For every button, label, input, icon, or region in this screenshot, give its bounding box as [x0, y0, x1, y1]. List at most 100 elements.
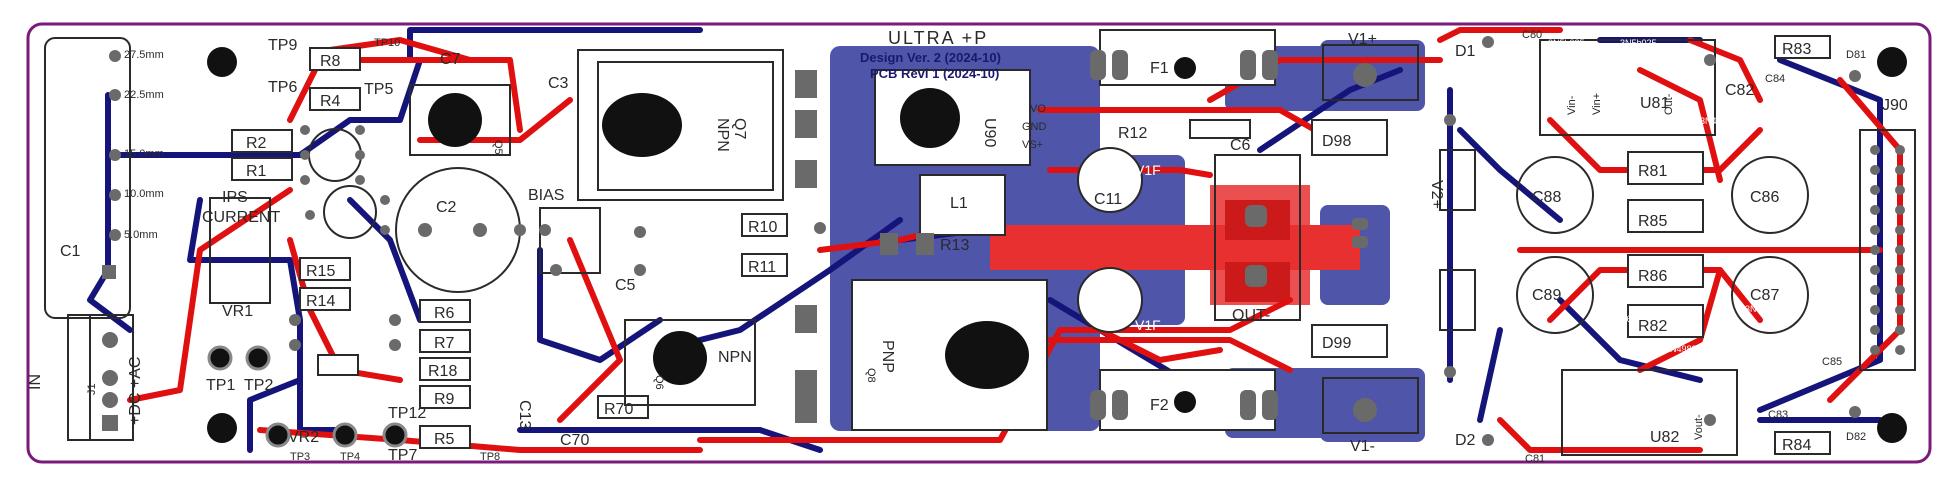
gnd-net: GND: [1820, 347, 1841, 357]
u90-regulator: U90 L1: [874, 69, 1031, 236]
r11-label: R11: [748, 259, 776, 276]
c88-label: C88: [1532, 189, 1561, 206]
l1-label: L1: [950, 195, 968, 212]
current-label: CURRENT: [202, 209, 280, 226]
test-points: TP1 TP2 TP3 TP4 TP5 TP6 TP7 TP8 TP9 TP10…: [206, 37, 706, 464]
q8-pnp: PNP: [879, 340, 896, 373]
part-code: 3N49778: [1700, 116, 1737, 126]
tp14-label: TP14: [672, 259, 706, 275]
middle-labels: BIAS C5 C3 C7 C70 R13 R12 C13 VO GND VS+: [440, 51, 1147, 449]
tp10-label: TP10: [374, 37, 400, 49]
tp7-label: TP7: [388, 447, 417, 464]
ips-current-section: IPS CURRENT VR1 VR2: [202, 189, 359, 446]
u90-label: U90: [981, 118, 998, 147]
cap-size-label: 22.5mm: [124, 89, 164, 101]
out-plus-label: OUT+: [1230, 165, 1268, 181]
c7-label: C7: [440, 51, 461, 68]
r70-label: R70: [604, 401, 633, 418]
r85-label: R85: [1638, 213, 1667, 230]
gnd-net: GND: [1820, 117, 1841, 127]
r2-label: R2: [246, 135, 267, 152]
r18-label: R18: [428, 363, 457, 380]
v2plus-label: V2+: [1428, 180, 1445, 209]
dc-ac-label: +DC +AC: [127, 357, 144, 425]
c87-label: C87: [1750, 287, 1779, 304]
f1-label: F1: [1150, 60, 1169, 77]
vr2-label: VR2: [288, 429, 319, 446]
tp3-label: TP3: [290, 451, 310, 463]
q8-label: Q8: [865, 368, 877, 383]
out-minus-u-label: Out-: [1663, 93, 1675, 115]
vin-plus-label: Vin+: [1591, 93, 1603, 115]
tp4-label: TP4: [340, 451, 360, 463]
c13-label: C13: [516, 400, 533, 429]
part-code: 3N49836: [1595, 314, 1632, 324]
vr1-label: VR1: [222, 303, 253, 320]
r15-label: R15: [306, 263, 335, 280]
q7-transistor: Q7 NPN: [577, 49, 784, 201]
r84-label: R84: [1782, 437, 1811, 454]
bias-label: BIAS: [528, 187, 564, 204]
cap-size-label: 5.0mm: [124, 229, 158, 241]
q7-npn: NPN: [714, 118, 731, 152]
board-title: ULTRA +P: [888, 28, 988, 48]
q6-label: Q6: [653, 375, 665, 390]
d99-label: D99: [1322, 335, 1351, 352]
gnd-label: GND: [1022, 121, 1047, 133]
r81-label: R81: [1638, 163, 1667, 180]
vsplus-label: VS+: [1022, 139, 1043, 151]
j1-label: J1: [86, 383, 98, 395]
v2-label: V2: [1480, 231, 1497, 247]
vo-label: VO: [1030, 103, 1046, 115]
pcb-revision: PCB Revi 1 (2024-10): [870, 66, 999, 81]
c11-label: C11: [1094, 191, 1122, 208]
tp2-label: TP2: [244, 377, 273, 394]
cap-size-label: 10.0mm: [124, 188, 164, 200]
q6-transistor: NPN Q6: [624, 319, 756, 406]
vout-minus-label: Vout-: [1693, 414, 1705, 440]
j1-input-connector: IN J1 +DC +AC: [27, 314, 144, 441]
r83-label: R83: [1782, 41, 1811, 58]
j90-label: J90: [1882, 97, 1908, 114]
cap-size-label: 27.5mm: [124, 49, 164, 61]
cap-size-label: 15.0mm: [124, 148, 164, 160]
power-supply-section: U81 U82 R81 R85 R86 R82 C88 C89 C86 C87 …: [1428, 29, 1916, 465]
c86-label: C86: [1750, 189, 1779, 206]
r10-label: R10: [748, 219, 777, 236]
c2-label: C2: [436, 199, 457, 216]
input-transistors: [300, 125, 390, 239]
tp1-label: TP1: [206, 377, 235, 394]
tp9-label: TP9: [268, 37, 297, 54]
fuses: F1 F2: [1090, 29, 1278, 431]
q7-label: Q7: [731, 118, 748, 139]
part-code: 3N5901: [1745, 172, 1777, 182]
part-code: 3N5b025: [1548, 38, 1585, 48]
tp12-label: TP12: [388, 405, 426, 422]
c83-label: C83: [1768, 409, 1788, 421]
f2-label: F2: [1150, 397, 1169, 414]
in-label: IN: [27, 374, 44, 390]
r7-label: R7: [434, 335, 455, 352]
c89-label: C89: [1532, 287, 1561, 304]
c81-label: C81: [1525, 453, 1545, 465]
r4-label: R4: [320, 93, 341, 110]
tp13-label: TP13: [672, 219, 706, 235]
r6-label: R6: [434, 305, 455, 322]
d98-label: D98: [1322, 133, 1351, 150]
output-section: C11 C6 OUT+ OUT- D98 D99 V1F V1F-: [1077, 119, 1388, 358]
d82-label: D82: [1846, 431, 1866, 443]
c70-label: C70: [560, 432, 589, 449]
v1minus-label: V1-: [1350, 438, 1375, 455]
resistors-left: R2 R1 R8 R4 R15 R14 R6 R7 R18 R9 R5 R70 …: [231, 47, 788, 449]
c3-label: C3: [548, 75, 569, 92]
d2-label: D2: [1455, 432, 1476, 449]
v1f-label: V1F: [1135, 162, 1161, 178]
r86-label: R86: [1638, 268, 1667, 285]
r8-label: R8: [320, 53, 341, 70]
q5-transistor: Q5: [409, 84, 511, 156]
design-version: Design Ver. 2 (2024-10): [860, 50, 1001, 65]
c5-label: C5: [615, 277, 636, 294]
power-pads: [795, 70, 934, 423]
tp5-label: TP5: [364, 81, 393, 98]
